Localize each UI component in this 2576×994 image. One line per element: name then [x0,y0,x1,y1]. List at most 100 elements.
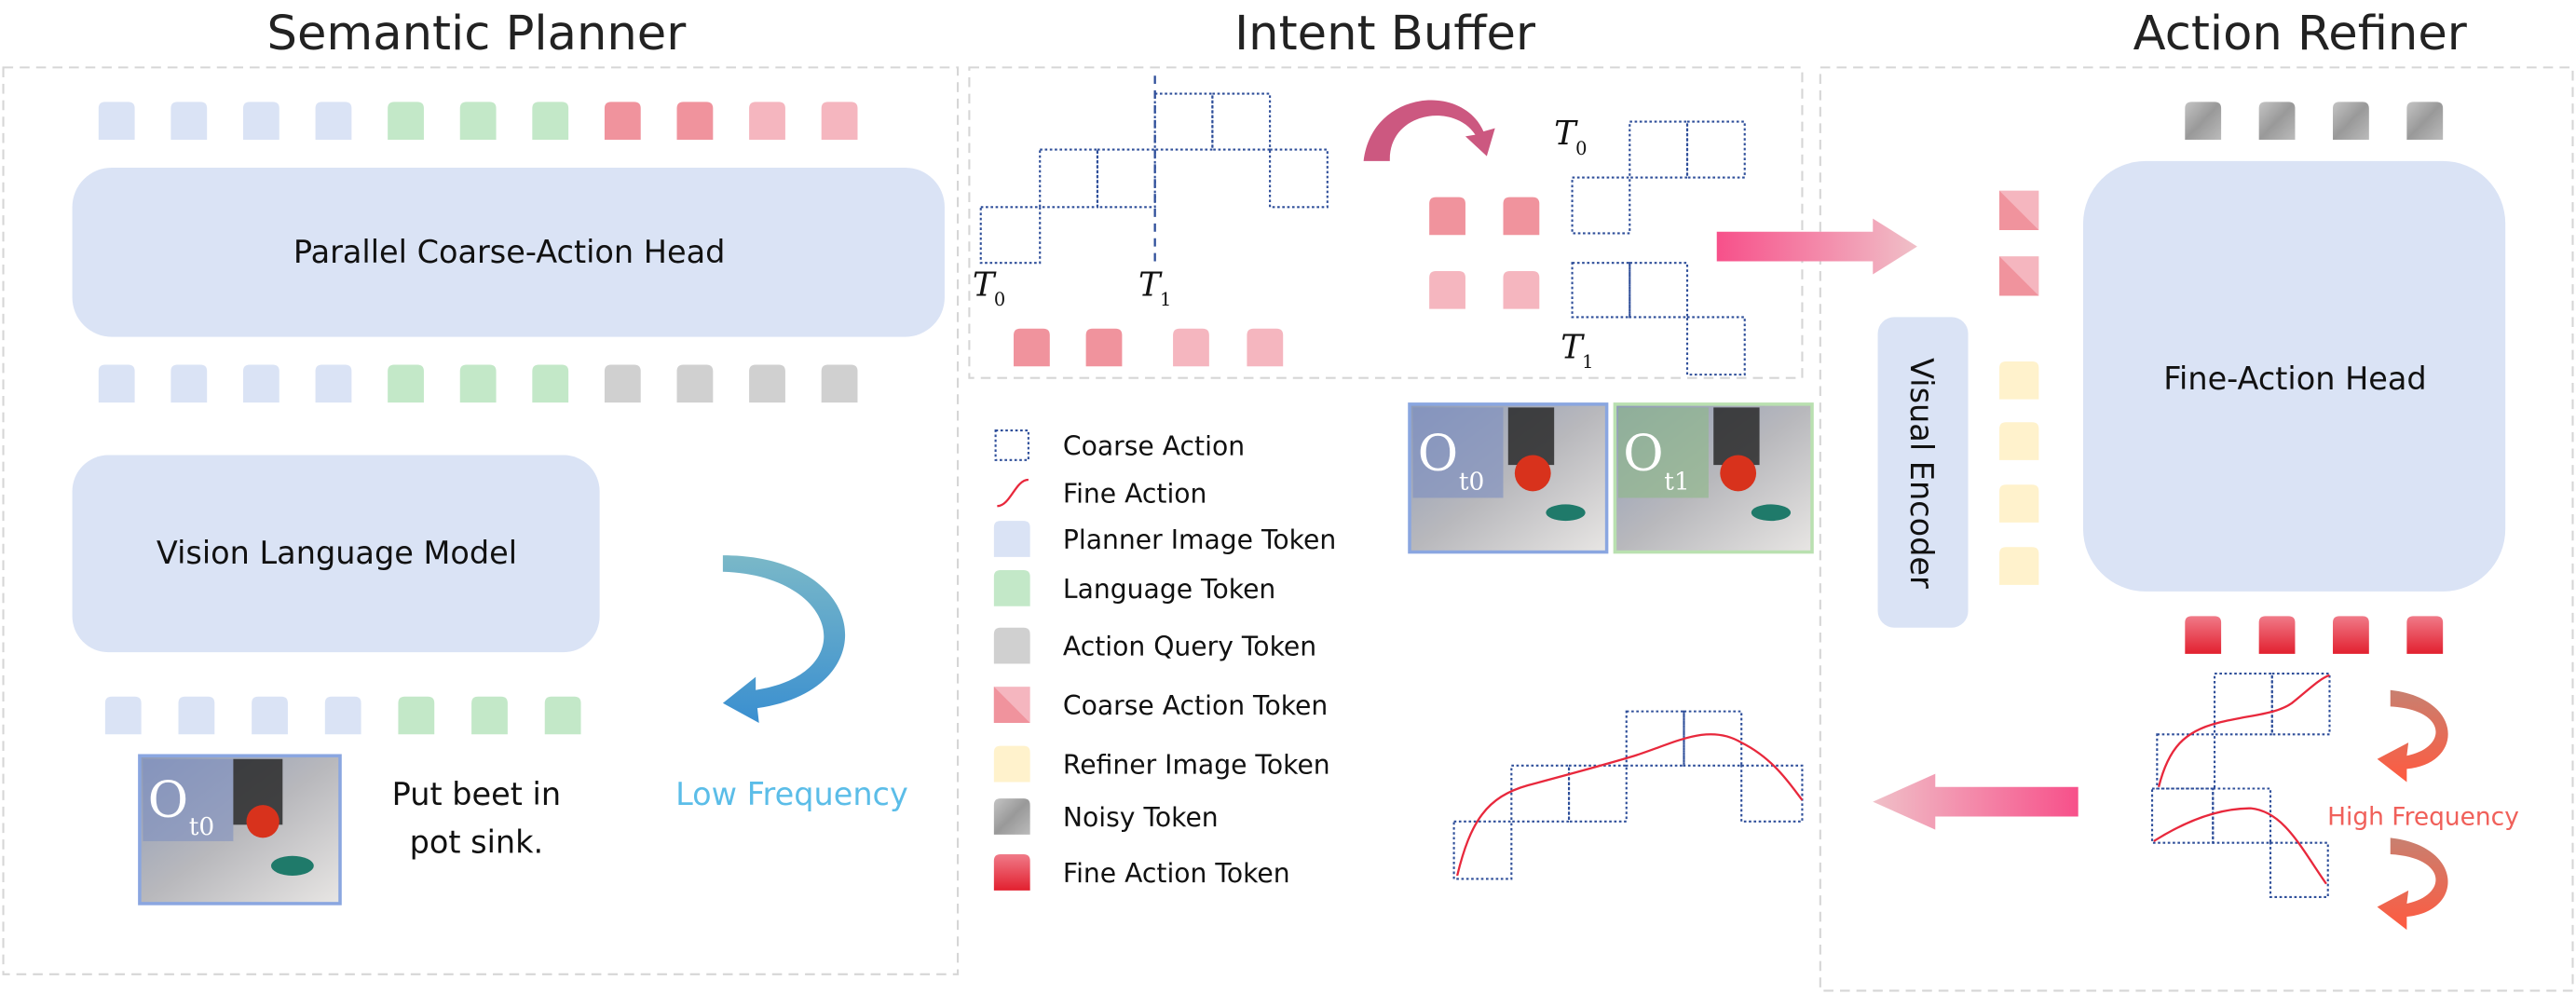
low-frequency-label: Low Frequency [675,776,908,812]
buffer-token-row [1014,328,1284,367]
fine-action-head-label: Fine-Action Head [2163,361,2427,397]
language-token [459,102,497,140]
query-token [821,364,858,403]
refiner-token [1999,484,2039,523]
high-frequency-label: High Frequency [2327,802,2519,831]
coarse-action-chunk-t1 [1571,262,1746,376]
language-legend-icon [993,569,1030,606]
planner-legend-icon [993,521,1030,557]
section-title-action-refiner: Action Refiner [2133,7,2468,61]
legend-label: Action Query Token [1063,632,1316,662]
planner-input-token-row [104,696,581,735]
coarse-action-legend-icon [994,429,1029,461]
parallel-coarse-action-head-label: Parallel Coarse-Action Head [293,234,725,270]
fine-token [2333,616,2369,654]
noisy-token [993,798,1030,835]
intent-buffer-panel [968,66,1804,379]
query-legend-icon [993,627,1030,664]
legend-item: Coarse Action Token [993,687,1328,723]
legend-item: Noisy Token [993,798,1219,835]
planner-token [324,696,361,735]
language-token [459,364,497,403]
coarse-light-token [1429,271,1465,309]
language-token [388,102,424,140]
vision-language-model [72,455,600,653]
coarse-dark-token [1429,197,1465,236]
planner-token [170,102,208,140]
legend-item: Language Token [993,569,1275,606]
planner-token [242,364,279,403]
planner-token [993,521,1030,557]
legend-item: Coarse Action [994,429,1245,462]
language-token [544,696,581,735]
high-frequency-loop-arrow-bottom-icon [2377,837,2448,931]
coarse-token-token [1999,256,2039,296]
fine-token [2258,616,2296,654]
vision-language-model-label: Vision Language Model [157,535,517,571]
planner-observation-image: O t0 [138,754,342,905]
fine-action-chunk-1 [2156,673,2331,790]
legend-label: Planner Image Token [1063,524,1336,555]
parallel-coarse-action-head [72,167,945,337]
buffer-queue-tokens [1429,197,1540,309]
t0-label: T [973,266,997,304]
fine-action-legend-icon [997,478,1029,508]
fine-action-chunk-2 [2150,787,2329,898]
observation-subscript: t0 [189,812,214,841]
noisy-token [2333,102,2369,140]
legend-label: Refiner Image Token [1063,750,1330,781]
instruction-text-line2: pot sink. [410,824,544,860]
coarse-token-token [993,687,1030,723]
legend-label: Language Token [1063,574,1275,605]
coarse-dark-token [1014,328,1050,367]
coarse-dark-token [1503,197,1540,236]
coarse-light-token [1503,271,1540,309]
right-t1-label: T [1561,328,1585,366]
coarse-token-token [1999,190,2039,230]
planner-query-token-row [98,364,858,403]
refiner-token [1999,547,2039,585]
planner-token [315,102,352,140]
right-t0-label: T [1554,115,1578,153]
planner-token [170,364,208,403]
legend-label: Coarse Action Token [1063,690,1328,721]
arrow-to-refiner-icon [1716,218,1917,275]
legend-label: Noisy Token [1063,802,1219,833]
planner-output-token-row [98,102,858,140]
query-token [993,627,1030,664]
language-token [993,569,1030,606]
observation-subscript: t0 [1459,468,1484,497]
fine-token [993,854,1030,891]
observation-label: O [1418,425,1458,482]
language-token [532,364,569,403]
language-token [398,696,435,735]
fine-token [2185,616,2222,654]
planner-token [242,102,279,140]
section-title-intent-buffer: Intent Buffer [1234,7,1536,61]
t0-subscript: 0 [994,289,1005,310]
noisy-legend-icon [993,798,1030,835]
shift-curved-arrow-icon [1363,100,1495,161]
refiner-tokens [1999,102,2444,654]
legend-item: Fine Action [997,479,1206,510]
language-token [532,102,569,140]
t1-label: T [1138,266,1163,304]
query-token [676,364,714,403]
legend-item: Fine Action Token [993,854,1290,891]
visual-encoder-label: Visual Encoder [1903,358,1940,589]
language-token [388,364,424,403]
legend-item: Planner Image Token [993,521,1336,557]
legend-item: Action Query Token [993,627,1316,664]
query-token [749,364,785,403]
coarse-action-chunk-t0-t1 [979,75,1329,266]
coarse-dark-token [1085,328,1123,367]
refiner-legend-icon [993,745,1030,783]
coarse-dark-token [604,102,641,140]
low-frequency-loop-arrow-icon [722,555,846,723]
planner-token [315,364,352,403]
observation-subscript: t1 [1664,468,1689,497]
fine-token [2406,616,2444,654]
